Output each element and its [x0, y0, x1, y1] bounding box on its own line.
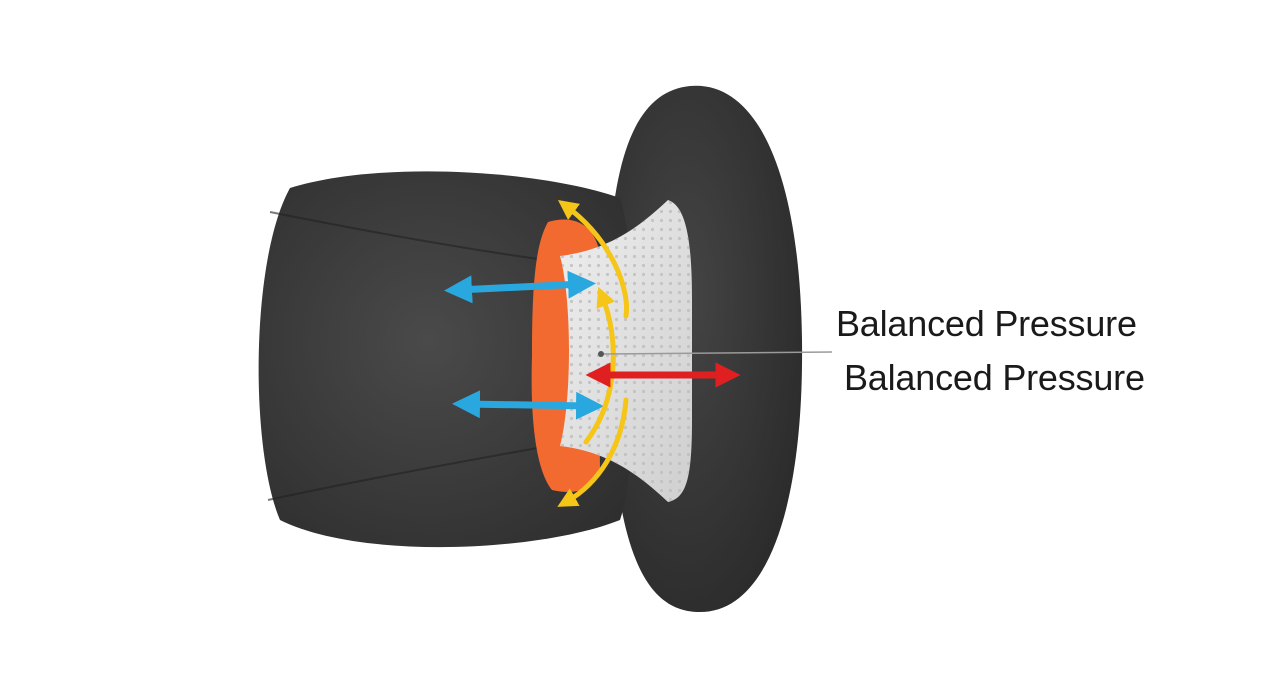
- yellow-curved-arrow: [557, 397, 629, 507]
- callout-label-secondary: Balanced Pressure: [844, 357, 1145, 398]
- callout-label-primary: Balanced Pressure: [836, 303, 1137, 344]
- blue-double-arrow: [452, 390, 604, 420]
- seat-stitch-top: [269, 211, 561, 263]
- blue-double-arrow: [444, 270, 596, 304]
- yellow-curved-arrow: [557, 200, 630, 319]
- pressure-point: [598, 351, 604, 357]
- callout-leader-line: [603, 351, 833, 355]
- seat-stitch-bottom: [267, 443, 561, 501]
